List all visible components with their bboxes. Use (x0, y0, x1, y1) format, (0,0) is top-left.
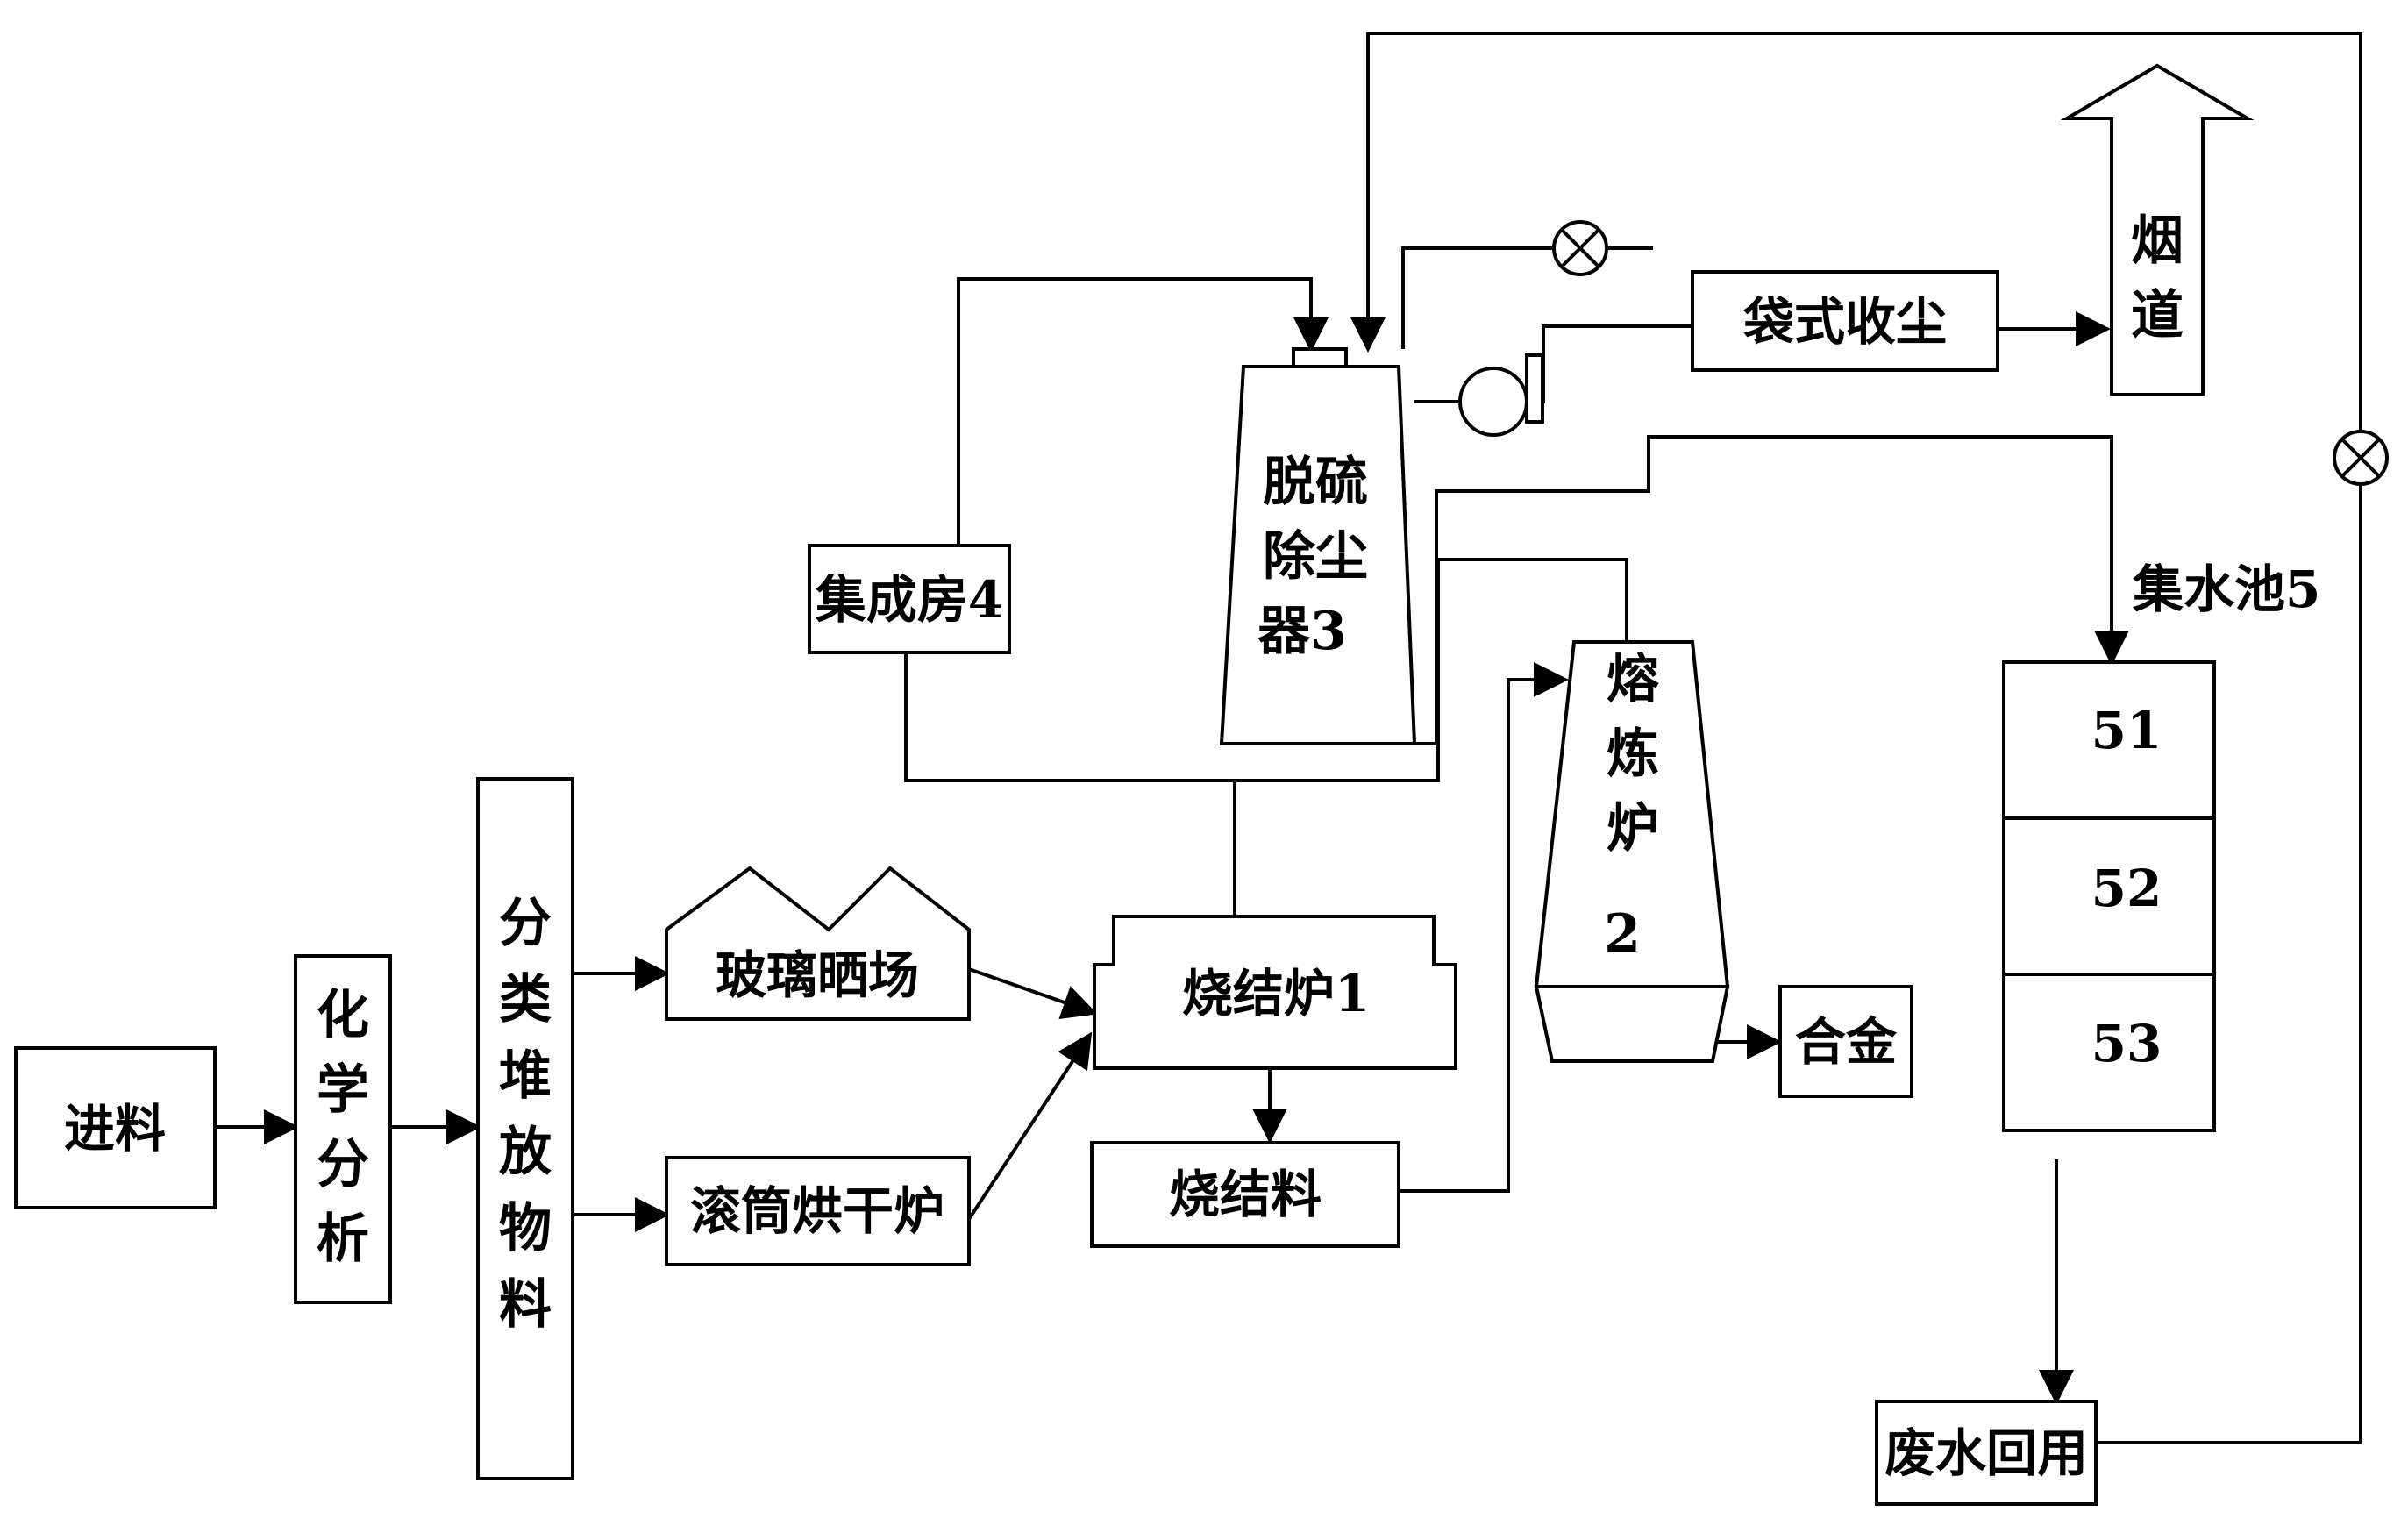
node-bag-filter: 袋式收尘 (1691, 270, 1999, 372)
node-drum-dryer: 滚筒烘干炉 (665, 1156, 971, 1266)
node-alloy: 合金 (1778, 985, 1913, 1098)
label-smelter-1: 熔 (1607, 649, 1659, 710)
label-alloy: 合金 (1795, 1012, 1898, 1072)
label-chemical-analysis-2: 学 (317, 1059, 369, 1121)
node-feed: 进料 (14, 1046, 217, 1209)
label-classify-2: 类 (499, 969, 552, 1030)
node-integrated-room: 集成房4 (808, 544, 1011, 654)
label-sinter-furnace: 烧结炉1 (1182, 964, 1370, 1023)
node-desulfurizer: 脱硫 除尘 器3 (1219, 347, 1417, 745)
line-scrubber-to-valve (1401, 246, 1644, 349)
label-chemical-analysis-3: 分 (317, 1134, 369, 1195)
label-drum-dryer: 滚筒烘干炉 (690, 1181, 944, 1241)
node-chemical-analysis: 化 学 分 析 (294, 954, 392, 1304)
node-sinter-material: 烧结料 (1090, 1141, 1400, 1248)
label-pool-51: 51 (2091, 701, 2162, 760)
label-integrated-room: 集成房4 (815, 570, 1003, 630)
label-feed: 进料 (64, 1099, 166, 1159)
node-wastewater-reuse: 废水回用 (1875, 1400, 2098, 1506)
label-desulfurizer-3: 器3 (1257, 601, 1347, 662)
line-sinter-to-room (904, 651, 1236, 916)
arrow-dryer-to-sinter (967, 1031, 1093, 1221)
arrow-glass-to-sinter (968, 967, 1098, 1019)
pool-section-53 (2002, 973, 2216, 1132)
arrow-reuse-to-scrubber (1350, 32, 2362, 1444)
label-smelter-2: 炼 (1607, 724, 1659, 785)
label-water-pool: 集水池5 (2132, 560, 2320, 619)
node-classify-stack: 分 类 堆 放 物 料 (476, 777, 574, 1480)
label-classify-1: 分 (499, 893, 552, 954)
label-desulfurizer-2: 除尘 (1263, 526, 1368, 588)
node-glass-yard: 玻璃晒场 (665, 866, 971, 1021)
label-wastewater-reuse: 废水回用 (1884, 1423, 2088, 1483)
label-chemical-analysis-4: 析 (317, 1209, 369, 1270)
valve-top-icon (1552, 220, 1608, 276)
label-chemical-analysis-1: 化 (317, 985, 369, 1046)
label-classify-5: 物 (499, 1198, 552, 1259)
arrow-material-to-smelter (1399, 662, 1569, 1193)
fan-icon (1458, 353, 1544, 437)
label-classify-6: 料 (499, 1274, 552, 1336)
label-pool-52: 52 (2091, 859, 2162, 918)
label-bag-filter: 袋式收尘 (1742, 292, 1947, 352)
pool-section-51 (2002, 660, 2216, 820)
label-smelter-4: 2 (1604, 903, 1641, 965)
node-water-pool: 集水池5 51 52 53 (2002, 560, 2320, 1132)
label-classify-3: 堆 (499, 1045, 552, 1107)
label-flue-1: 烟 (2131, 210, 2184, 272)
label-pool-53: 53 (2091, 1014, 2162, 1073)
label-classify-4: 放 (499, 1122, 552, 1183)
label-flue-2: 道 (2131, 285, 2184, 346)
label-glass-yard: 玻璃晒场 (716, 945, 919, 1005)
valve-right-icon (2333, 430, 2389, 486)
label-smelter-3: 炉 (1607, 798, 1659, 859)
arrow-scrubber-to-pool (1406, 435, 2129, 745)
arrow-room-to-scrubber (957, 277, 1329, 546)
pool-section-52 (2002, 816, 2216, 976)
label-desulfurizer-1: 脱硫 (1263, 452, 1368, 513)
label-sinter-material: 烧结料 (1169, 1165, 1322, 1224)
node-smelting-furnace: 熔 炼 炉 2 (1534, 640, 1730, 1063)
line-fan-to-bag (1530, 324, 1692, 403)
node-sinter-furnace: 烧结炉1 (1093, 915, 1457, 1070)
node-flue: 烟 道 (2060, 63, 2255, 396)
